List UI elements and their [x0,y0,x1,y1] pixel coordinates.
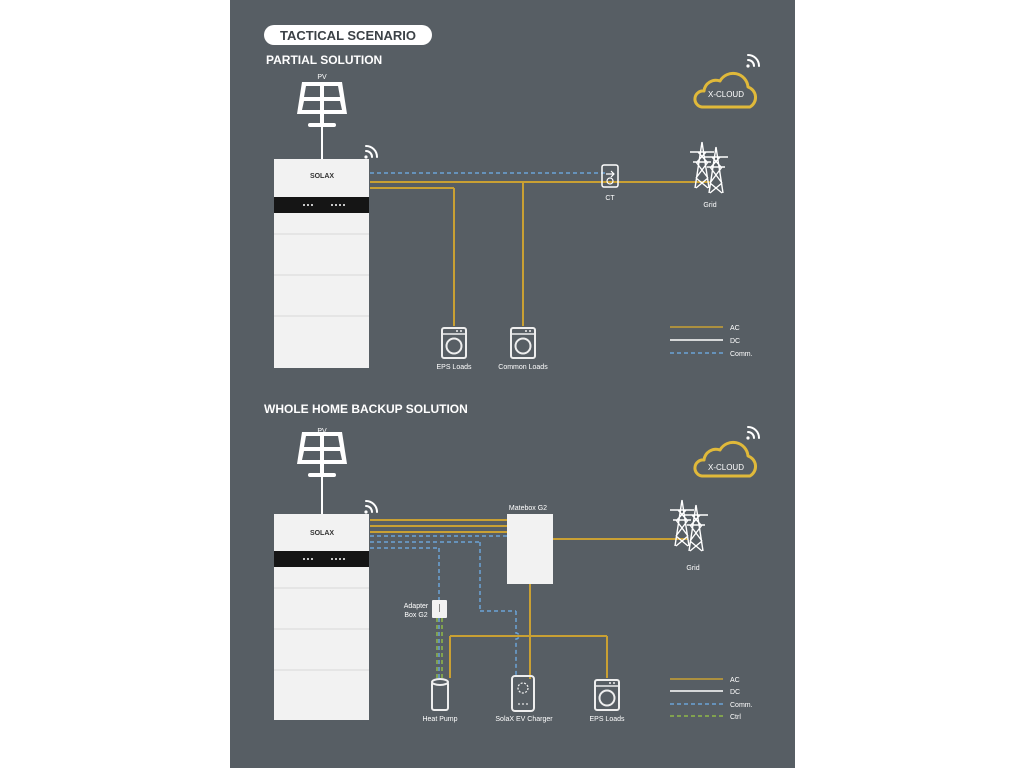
legend-ac: AC [730,325,740,332]
partial-grid-label: Grid [703,202,716,209]
whole-home-heading: WHOLE HOME BACKUP SOLUTION [264,402,468,416]
common-loads-label: Common Loads [498,364,548,371]
whole-brand-logo: SOLAX [310,530,334,537]
ev-charger-icon [511,675,535,712]
ct-sensor-icon [601,164,619,188]
ev-charger-label: SolaX EV Charger [495,716,553,723]
wifi-icon [745,54,760,69]
adapter-box-label-line2: Box G2 [404,612,427,619]
partial-pv-label: PV [317,74,327,81]
partial-ac-lines [370,181,710,326]
partial-brand-logo: SOLAX [310,173,334,180]
partial-solution-heading: PARTIAL SOLUTION [266,53,382,67]
wifi-icon [363,500,378,515]
whole-ac-lines [370,519,688,679]
partial-legend: AC DC Comm. [670,325,753,358]
whole-comm-lines [370,535,520,676]
legend-comm: Comm. [730,351,753,358]
grid-tower-icon [683,504,709,552]
matebox-g2 [507,514,553,584]
common-loads-washer-icon [510,327,536,359]
diagram-panel: TACTICAL SCENARIO PARTIAL SOLUTION PV SO… [230,0,795,768]
heat-pump-icon [431,678,449,711]
whole-grid-label: Grid [686,565,699,572]
pv-panel-icon [297,432,347,477]
ctrl-lines [436,618,443,678]
partial-inverter-battery-stack [274,159,369,368]
heat-pump-label: Heat Pump [422,716,457,723]
adapter-box-label-line1: Adapter [404,603,429,610]
whole-cloud-label: X-CLOUD [708,463,744,472]
scenario-title: TACTICAL SCENARIO [280,28,416,43]
legend-dc: DC [730,338,740,345]
legend-ctrl: Ctrl [730,714,741,721]
wifi-icon [745,426,760,441]
energy-diagram: TACTICAL SCENARIO PARTIAL SOLUTION PV SO… [264,25,760,723]
grid-tower-icon [703,146,729,194]
legend-ac: AC [730,677,740,684]
wifi-icon [363,145,378,160]
legend-comm: Comm. [730,702,753,709]
partial-cloud-label: X-CLOUD [708,90,744,99]
eps-loads-washer-icon [594,679,620,711]
eps-loads-washer-icon [441,327,467,359]
scenario-title-pill [264,25,432,45]
matebox-label: Matebox G2 [509,505,547,512]
pv-panel-icon [297,82,347,127]
ct-label: CT [605,195,615,202]
whole-inverter-battery-stack [274,514,369,720]
whole-eps-loads-label: EPS Loads [589,716,625,723]
whole-legend: AC DC Comm. Ctrl [670,677,753,721]
partial-eps-loads-label: EPS Loads [436,364,472,371]
legend-dc: DC [730,689,740,696]
whole-pv-label: PV [317,428,327,435]
